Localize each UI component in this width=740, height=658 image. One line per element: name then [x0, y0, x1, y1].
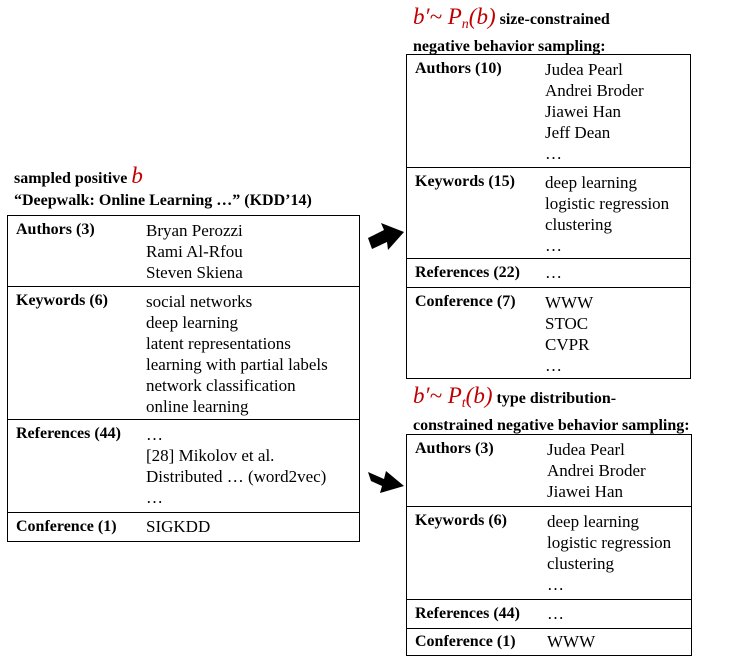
list-item: deep learning: [545, 173, 638, 192]
list-item: Bryan Perozzi: [146, 221, 243, 240]
type-conference-row: Conference (1) WWW: [407, 628, 691, 655]
type-heading-label: type distribution-: [492, 390, 617, 407]
row-items: SIGKDD: [146, 516, 210, 537]
list-item: clustering: [545, 215, 613, 234]
formula-subscript: t: [461, 396, 466, 411]
row-label: Conference (1): [415, 633, 516, 650]
formula-symbol: b′~ P: [413, 4, 462, 29]
row-label: Authors (3): [415, 440, 494, 457]
list-item: …: [545, 236, 562, 255]
row-items: … [28] Mikolov et al. Distributed … (wor…: [146, 424, 326, 508]
size-heading-label-line2: negative behavior sampling:: [413, 38, 606, 55]
size-heading-label: size-constrained: [495, 11, 610, 28]
list-item: CVPR: [545, 335, 590, 354]
type-authors-row: Authors (3) Judea Pearl Andrei Broder Ji…: [407, 435, 691, 506]
size-sampling-formula: b′~ Pn(b): [413, 4, 496, 32]
formula-argument: (b): [468, 4, 496, 29]
row-label: Conference (7): [415, 293, 516, 310]
formula-symbol: b′~ P: [413, 383, 462, 408]
row-label: Authors (10): [415, 60, 502, 77]
list-item: Andrei Broder: [545, 81, 644, 100]
row-items: WWW STOC CVPR …: [545, 292, 593, 376]
type-sampling-formula: b′~ Pt(b): [413, 383, 493, 411]
positive-paper-title: “Deepwalk: Online Learning …” (KDD’14): [14, 192, 312, 209]
list-item: Jiawei Han: [545, 102, 622, 121]
list-item: …: [547, 575, 564, 594]
list-item: Andrei Broder: [547, 461, 646, 480]
arrow-to-size-negative-icon: [368, 223, 404, 250]
list-item: deep learning: [146, 313, 239, 332]
list-item: Steven Skiena: [146, 263, 243, 282]
list-item: …: [547, 604, 564, 623]
row-items: …: [547, 603, 564, 624]
size-negative-behavior-table: Authors (10) Judea Pearl Andrei Broder J…: [406, 54, 691, 379]
type-negative-behavior-table: Authors (3) Judea Pearl Andrei Broder Ji…: [406, 434, 692, 656]
row-label: References (22): [415, 264, 520, 281]
row-items: deep learning logistic regression cluste…: [545, 172, 669, 256]
list-item: learning with partial labels: [146, 355, 328, 374]
list-item: online learning: [146, 397, 249, 416]
positive-keywords-row: Keywords (6) social networks deep learni…: [8, 286, 359, 419]
positive-heading: sampled positive b “Deepwalk: Online Lea…: [14, 163, 312, 212]
type-keywords-row: Keywords (6) deep learning logistic regr…: [407, 506, 691, 599]
list-item: logistic regression: [545, 194, 670, 213]
list-item: …: [545, 144, 562, 163]
row-label: Conference (1): [16, 518, 117, 535]
row-label: Keywords (6): [415, 512, 507, 529]
list-item: social networks: [146, 292, 253, 311]
positive-behavior-table: Authors (3) Bryan Perozzi Rami Al-Rfou S…: [7, 215, 360, 542]
list-item: [28] Mikolov et al.: [146, 446, 275, 465]
list-item: …: [146, 488, 163, 507]
row-items: Bryan Perozzi Rami Al-Rfou Steven Skiena: [146, 220, 243, 283]
list-item: …: [545, 263, 562, 282]
type-heading-label-line2: constrained negative behavior sampling:: [413, 417, 690, 434]
list-item: STOC: [545, 314, 589, 333]
positive-authors-row: Authors (3) Bryan Perozzi Rami Al-Rfou S…: [8, 216, 359, 286]
type-negative-heading: b′~ Pt(b) type distribution- constrained…: [413, 383, 690, 437]
list-item: logistic regression: [547, 533, 672, 552]
positive-references-row: References (44) … [28] Mikolov et al. Di…: [8, 419, 359, 512]
row-label: References (44): [16, 425, 121, 442]
list-item: Distributed … (word2vec): [146, 467, 327, 486]
list-item: WWW: [545, 293, 594, 312]
size-keywords-row: Keywords (15) deep learning logistic reg…: [407, 167, 690, 258]
row-label: Keywords (15): [415, 173, 515, 190]
list-item: …: [545, 356, 562, 375]
row-items: Judea Pearl Andrei Broder Jiawei Han: [547, 439, 646, 502]
size-negative-heading: b′~ Pn(b) size-constrained negative beha…: [413, 4, 610, 58]
list-item: Jeff Dean: [545, 123, 611, 142]
row-items: …: [545, 262, 562, 283]
list-item: Judea Pearl: [547, 440, 625, 459]
positive-conference-row: Conference (1) SIGKDD: [8, 512, 359, 541]
row-label: References (44): [415, 605, 520, 622]
formula-argument: (b): [465, 383, 493, 408]
list-item: latent representations: [146, 334, 291, 353]
list-item: clustering: [547, 554, 615, 573]
size-references-row: References (22) …: [407, 258, 690, 287]
row-items: Judea Pearl Andrei Broder Jiawei Han Jef…: [545, 59, 644, 164]
positive-heading-label: sampled positive: [14, 170, 128, 187]
type-references-row: References (44) …: [407, 599, 691, 628]
row-label: Keywords (6): [16, 292, 108, 309]
arrow-to-type-negative-icon: [368, 471, 404, 493]
row-items: social networks deep learning latent rep…: [146, 291, 328, 417]
formula-subscript: n: [461, 17, 469, 32]
row-items: WWW: [547, 631, 595, 652]
list-item: deep learning: [547, 512, 640, 531]
list-item: Jiawei Han: [547, 482, 624, 501]
size-authors-row: Authors (10) Judea Pearl Andrei Broder J…: [407, 55, 690, 167]
list-item: Rami Al-Rfou: [146, 242, 243, 261]
list-item: WWW: [547, 632, 596, 651]
positive-symbol: b: [131, 163, 143, 188]
list-item: …: [146, 425, 163, 444]
row-items: deep learning logistic regression cluste…: [547, 511, 671, 595]
row-label: Authors (3): [16, 221, 95, 238]
list-item: SIGKDD: [146, 517, 211, 536]
list-item: Judea Pearl: [545, 60, 623, 79]
size-conference-row: Conference (7) WWW STOC CVPR …: [407, 287, 690, 378]
list-item: network classification: [146, 376, 296, 395]
